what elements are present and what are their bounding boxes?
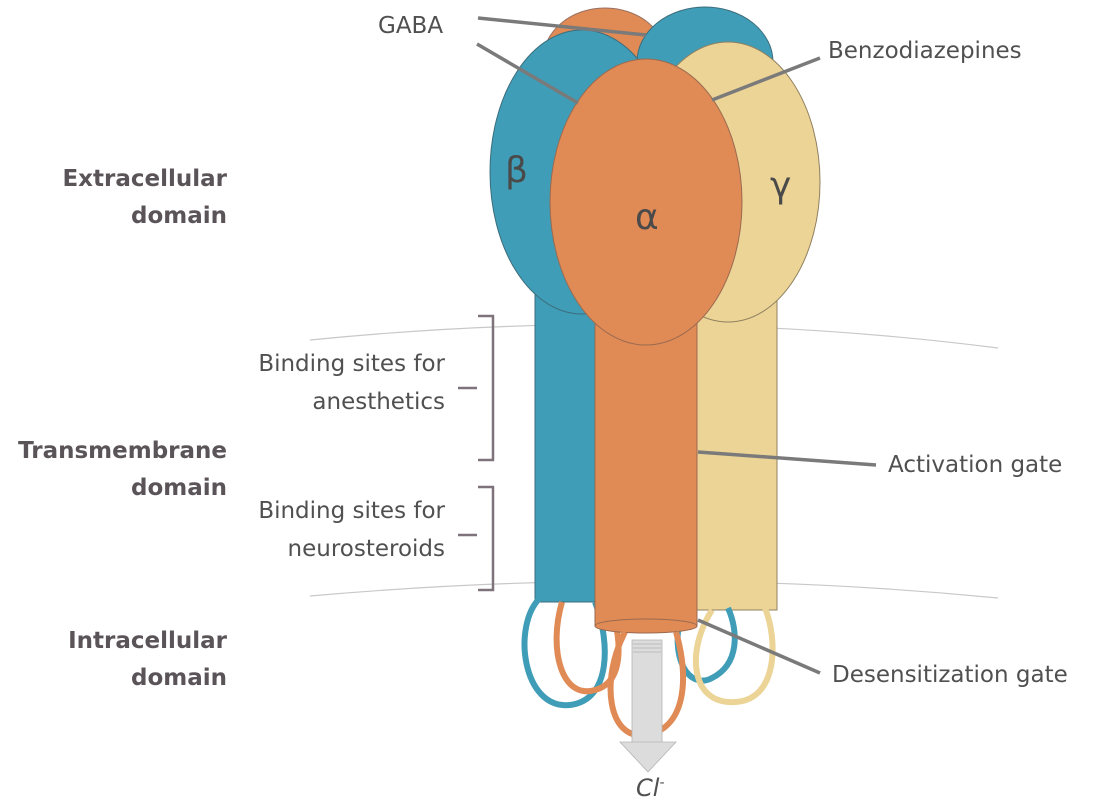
extracellular-domain-line1: Extracellular [62,161,227,198]
gamma-transmembrane-helix [697,280,777,610]
neurosteroids-binding-sites-label: Binding sites for neurosteroids [258,492,445,568]
anesthetics-binding-sites-label: Binding sites for anesthetics [258,345,445,421]
intracellular-domain-label: Intracellular domain [68,623,227,697]
benzodiazepines-label: Benzodiazepines [828,32,1022,70]
beta-transmembrane-helix [535,280,597,602]
chloride-flow-arrow [620,640,676,772]
extracellular-domain-label: Extracellular domain [62,161,227,235]
anesthetics-line2: anesthetics [258,383,445,421]
alpha-subunit-label: α [635,197,659,238]
gamma-subunit-label: γ [770,165,791,206]
intracellular-domain-line1: Intracellular [68,623,227,660]
transmembrane-domain-line2: domain [18,470,227,507]
neurosteroids-line1: Binding sites for [258,492,445,530]
chloride-ion-label: Cl- [636,774,665,802]
chloride-ion-symbol: Cl [636,774,659,802]
chloride-ion-charge: - [659,775,664,791]
neurosteroids-bracket [458,487,493,590]
activation-gate-label: Activation gate [888,446,1062,484]
alpha-helix-bottom-cap [595,619,697,633]
beta-subunit-label: β [505,150,528,191]
transmembrane-domain-label: Transmembrane domain [18,433,227,507]
gaba-label: GABA [378,7,443,45]
desensitization-gate-label: Desensitization gate [832,656,1068,694]
anesthetics-bracket [458,316,493,460]
intracellular-domain-line2: domain [68,660,227,697]
transmembrane-domain-line1: Transmembrane [18,433,227,470]
desensitization-gate-leader-line [698,620,820,673]
anesthetics-line1: Binding sites for [258,345,445,383]
neurosteroids-line2: neurosteroids [258,530,445,568]
extracellular-domain-line2: domain [62,198,227,235]
